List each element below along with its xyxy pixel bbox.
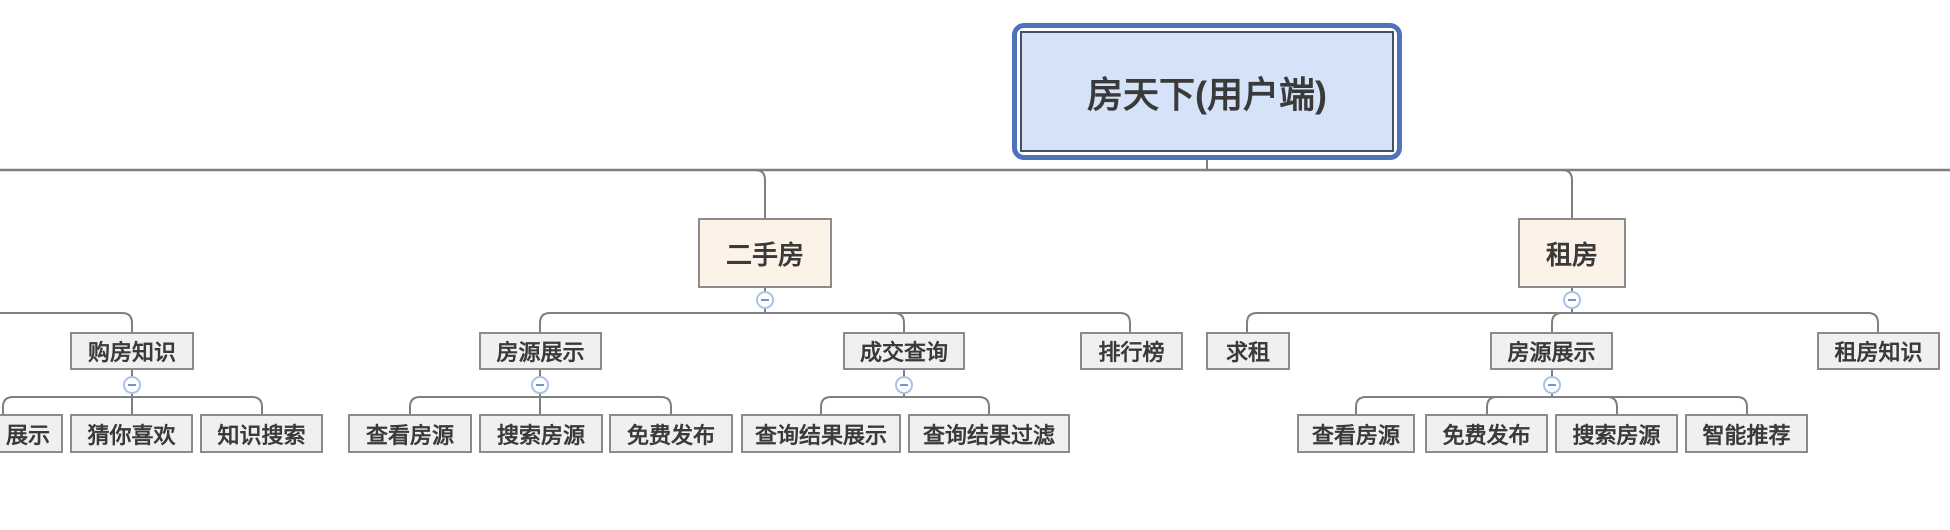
collapse-minus-icon[interactable] xyxy=(531,376,549,394)
node-rent-search-listings[interactable]: 搜索房源 xyxy=(1555,414,1678,453)
node-search-listings[interactable]: 搜索房源 xyxy=(479,414,603,453)
node-label: 租房知识 xyxy=(1834,340,1923,365)
node-query-result-display[interactable]: 查询结果展示 xyxy=(741,414,901,453)
node-label: 搜索房源 xyxy=(496,422,585,448)
node-fangtianxia-root[interactable]: 房天下(用户端) xyxy=(1020,31,1394,152)
node-buying-knowledge[interactable]: 购房知识 xyxy=(70,332,194,370)
node-rent-free-publish[interactable]: 免费发布 xyxy=(1425,414,1548,453)
root-label: 房天下(用户端) xyxy=(1087,73,1327,115)
node-label: 查询结果过滤 xyxy=(922,422,1055,448)
node-label: 购房知识 xyxy=(87,340,176,365)
collapse-minus-icon[interactable] xyxy=(895,376,913,394)
collapse-minus-icon[interactable] xyxy=(1563,291,1581,309)
node-label: 求租 xyxy=(1225,340,1270,365)
node-deal-query[interactable]: 成交查询 xyxy=(843,332,965,370)
node-label: 智能推荐 xyxy=(1702,422,1791,448)
collapse-minus-icon[interactable] xyxy=(123,376,141,394)
node-label: 知识搜索 xyxy=(217,422,306,448)
node-smart-recommend[interactable]: 智能推荐 xyxy=(1685,414,1808,453)
node-guess-you-like[interactable]: 猜你喜欢 xyxy=(70,414,193,453)
node-label: 查询结果展示 xyxy=(754,422,887,448)
node-rent-view-listings[interactable]: 查看房源 xyxy=(1297,414,1415,453)
node-listing-display[interactable]: 房源展示 xyxy=(479,332,602,370)
secondhand-branch-connectors xyxy=(409,288,1131,414)
node-rent-knowledge[interactable]: 租房知识 xyxy=(1817,332,1940,370)
root-connectors xyxy=(754,160,1573,218)
collapse-minus-icon[interactable] xyxy=(756,291,774,309)
node-rent-house[interactable]: 租房 xyxy=(1518,218,1626,288)
node-label: 搜索房源 xyxy=(1572,422,1661,448)
node-label: 房源展示 xyxy=(1507,340,1596,365)
node-label: 成交查询 xyxy=(859,340,948,365)
node-label: 房源展示 xyxy=(496,340,585,365)
node-query-result-filter[interactable]: 查询结果过滤 xyxy=(908,414,1070,453)
node-view-listings[interactable]: 查看房源 xyxy=(348,414,472,453)
left-branch-connectors xyxy=(0,312,263,414)
node-label: 排行榜 xyxy=(1098,340,1165,365)
node-label: 免费发布 xyxy=(1442,422,1531,448)
node-knowledge-search[interactable]: 知识搜索 xyxy=(200,414,323,453)
node-label: 猜你喜欢 xyxy=(87,422,176,448)
node-label: 免费发布 xyxy=(626,422,715,448)
node-ranking-list[interactable]: 排行榜 xyxy=(1080,332,1183,370)
node-label: 二手房 xyxy=(725,239,804,270)
node-label: 查看房源 xyxy=(365,422,454,448)
node-rent-listing-display[interactable]: 房源展示 xyxy=(1490,332,1613,370)
node-label: 查看房源 xyxy=(1311,422,1400,448)
collapse-minus-icon[interactable] xyxy=(1543,376,1561,394)
node-free-publish[interactable]: 免费发布 xyxy=(609,414,733,453)
root-selection-frame: 房天下(用户端) xyxy=(1012,23,1402,160)
node-display-clipped[interactable]: 展示 xyxy=(0,414,63,453)
node-secondhand-house[interactable]: 二手房 xyxy=(698,218,832,288)
node-label: 展示 xyxy=(5,422,50,448)
node-seek-rent[interactable]: 求租 xyxy=(1206,332,1290,370)
node-label: 租房 xyxy=(1545,239,1598,270)
rent-branch-connectors xyxy=(1246,288,1879,414)
